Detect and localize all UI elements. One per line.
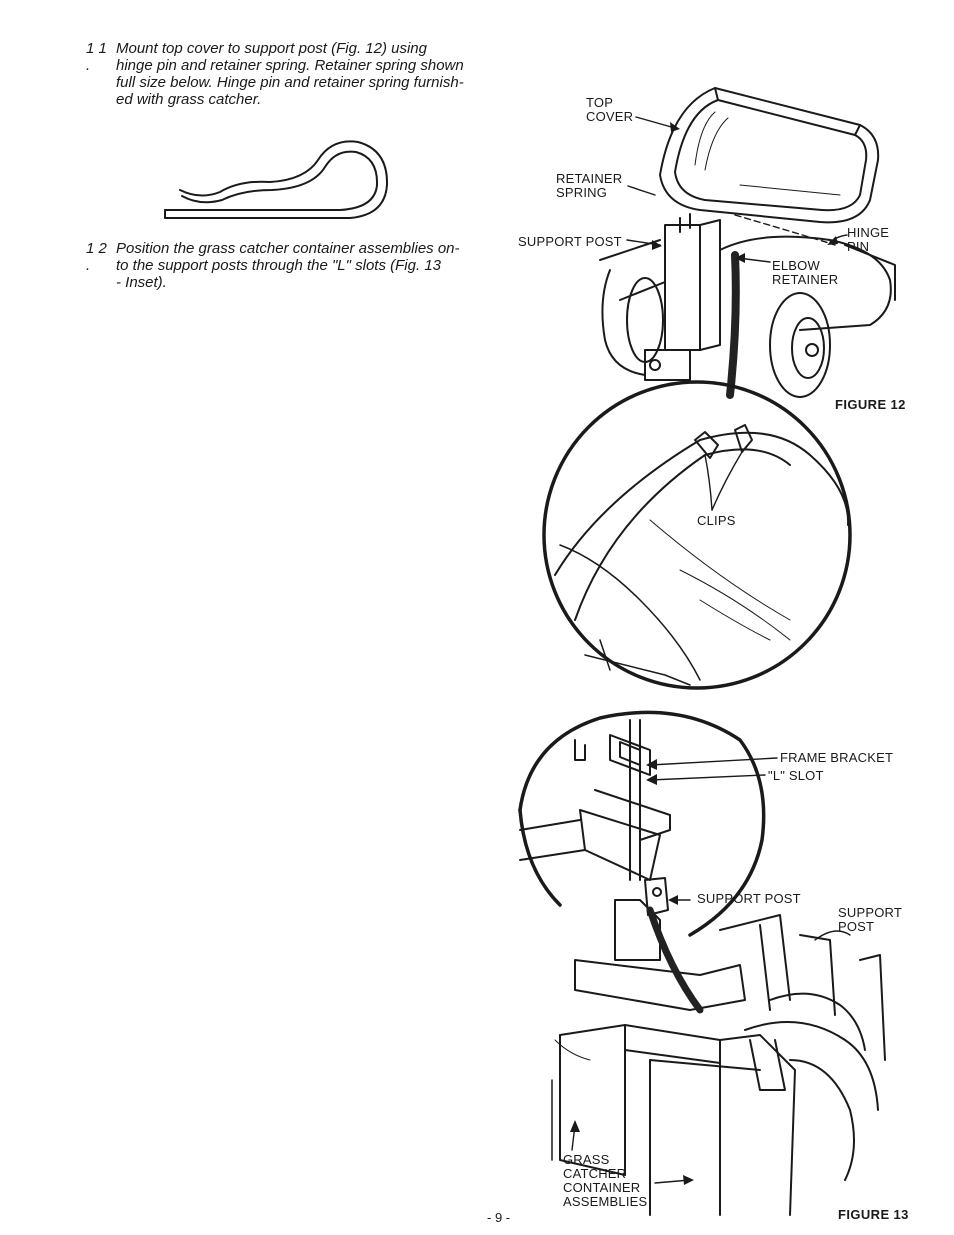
retainer-spring-illustration xyxy=(164,140,389,219)
label-support-post: SUPPORT POST xyxy=(518,234,622,249)
step-text: Position the grass catcher container ass… xyxy=(116,240,460,291)
step-text: Mount top cover to support post (Fig. 12… xyxy=(116,40,464,108)
label-grass-catcher: GRASS CATCHER CONTAINER ASSEMBLIES xyxy=(563,1152,648,1209)
step-line: Mount top cover to support post (Fig. 12… xyxy=(116,40,427,57)
figure-13-caption: FIGURE 13 xyxy=(838,1207,909,1222)
leader-lines xyxy=(571,116,851,1184)
label-hinge-pin: HINGE PIN xyxy=(847,225,890,254)
top-cover-illustration xyxy=(659,87,880,224)
label-frame-bracket: FRAME BRACKET xyxy=(780,750,894,765)
step-line: to the support posts through the "L" slo… xyxy=(116,257,441,274)
label-clips: CLIPS xyxy=(697,513,736,528)
step-line: full size below. Hinge pin and retainer … xyxy=(116,74,464,91)
label-support-post-inset: SUPPORT POST xyxy=(697,891,801,906)
label-support-post-right: SUPPORT POST xyxy=(838,905,903,934)
step-number: 1 1 . xyxy=(86,40,107,74)
step-number: 1 2 . xyxy=(86,240,107,274)
page-number: - 9 - xyxy=(487,1210,511,1225)
step-11: 1 1 . Mount top cover to support post (F… xyxy=(86,40,486,110)
step-line: ed with grass catcher. xyxy=(116,91,262,108)
step-line: hinge pin and retainer spring. Retainer … xyxy=(116,57,464,74)
label-elbow-retainer: ELBOW RETAINER xyxy=(772,258,839,287)
step-line: Position the grass catcher container ass… xyxy=(116,240,460,257)
figure-12-caption: FIGURE 12 xyxy=(835,397,906,412)
step-line: - Inset). xyxy=(116,274,167,291)
frame-bracket-inset-illustration xyxy=(518,710,766,961)
arrowheads xyxy=(570,122,838,1185)
label-l-slot: "L" SLOT xyxy=(768,768,824,783)
step-12: 1 2 . Position the grass catcher contain… xyxy=(86,240,486,300)
label-retainer-spring: RETAINER SPRING xyxy=(556,171,623,200)
clips-inset-illustration xyxy=(542,380,852,690)
grass-catcher-illustration xyxy=(551,906,886,1216)
label-top-cover: TOP COVER xyxy=(586,95,634,124)
